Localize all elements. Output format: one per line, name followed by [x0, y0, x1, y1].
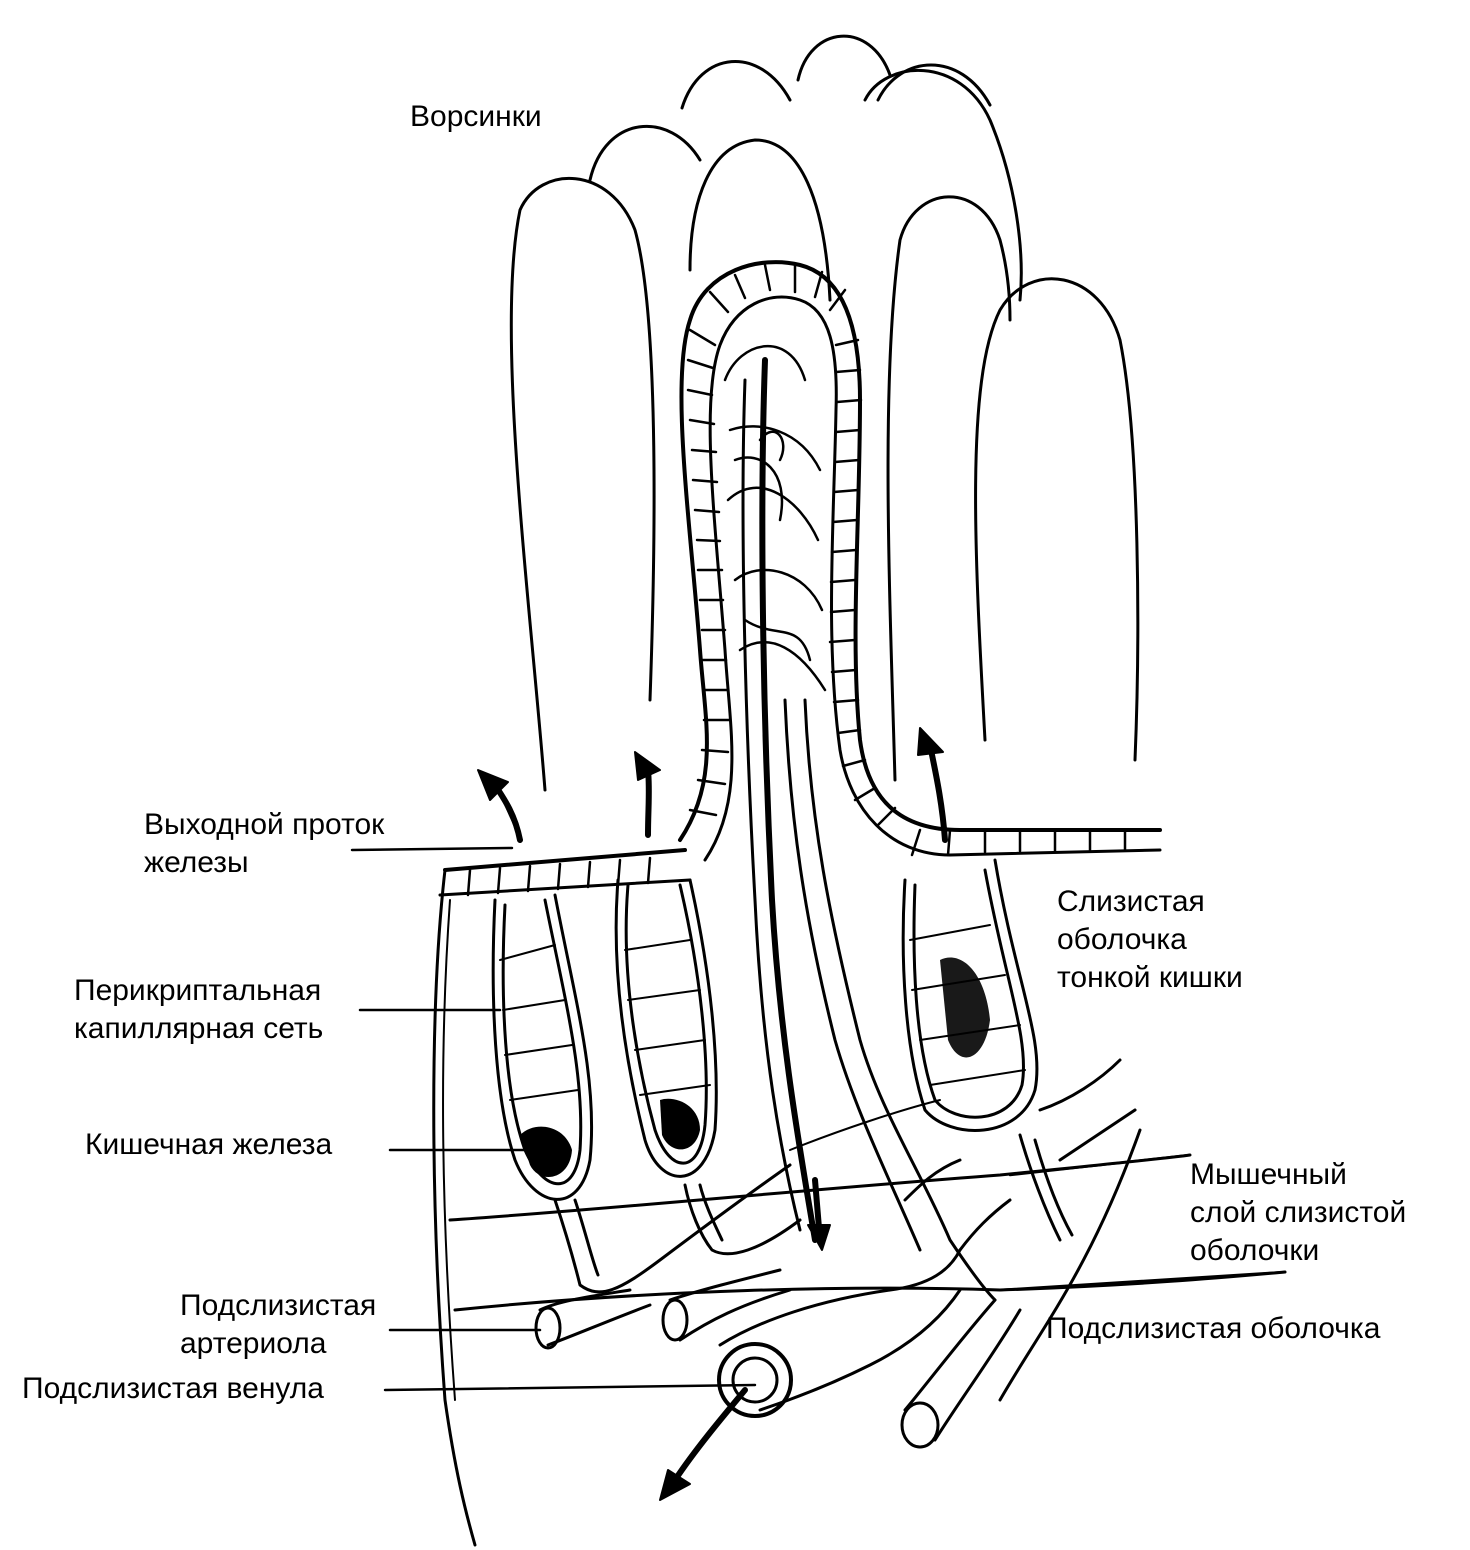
central-villus	[678, 260, 1162, 1302]
lacteal	[759, 357, 818, 1243]
vein-tube-right	[903, 1298, 1022, 1442]
villus-outline-right-inner	[886, 195, 1012, 782]
label-pericryptal-line-1: Перикриптальная	[74, 974, 322, 1007]
flow-arrows	[477, 727, 948, 1501]
label-gland-duct: Выходной проток железы	[144, 806, 384, 882]
leader-lines	[350, 846, 1287, 1392]
villus-arteriole	[803, 698, 997, 1302]
arrow-left-gland	[492, 782, 523, 843]
label-muscularis-line-3: оболочки	[1190, 1234, 1320, 1267]
label-muscularis-line-1: Мышечный	[1190, 1158, 1347, 1191]
label-gland-duct-line-1: Выходной проток	[144, 808, 385, 841]
crypt-2	[614, 878, 718, 1178]
arteriole-tube-2	[668, 1268, 792, 1342]
label-mucosa-line-3: тонкой кишки	[1057, 961, 1243, 994]
label-gland-duct-line-2: железы	[144, 846, 249, 879]
villus-outline-mid-right	[863, 69, 1023, 302]
villus-capillary-net	[723, 344, 827, 692]
villus-arteriole-inner	[783, 698, 922, 1252]
leader-submucosa	[998, 1270, 1287, 1292]
leader-muscularis	[1008, 1153, 1192, 1177]
submucosal-vessels	[534, 1158, 1022, 1449]
label-muscularis-mucosae: Мышечный слой слизистой оболочки	[1190, 1156, 1406, 1270]
label-pericryptal-net: Перикриптальная капиллярная сеть	[74, 972, 323, 1048]
label-submucosal-arteriole: Подслизистая артериола	[180, 1287, 376, 1363]
villus-outline-mid-left	[688, 138, 832, 302]
crypt-shading	[520, 957, 990, 1177]
background-villi	[509, 34, 1140, 792]
label-mucosa-line-2: оболочка	[1057, 923, 1187, 956]
villus-back-3	[876, 63, 992, 107]
tissue-left-edge-inner	[442, 899, 456, 1401]
leader-venule	[383, 1383, 757, 1392]
villus-outline-left	[509, 177, 656, 792]
label-muscularis-line-2: слой слизистой	[1190, 1196, 1407, 1229]
crypt-3	[901, 858, 1039, 1132]
label-mucosa-line-1: Слизистая	[1057, 885, 1205, 918]
villus-back-2	[796, 34, 892, 82]
arrow-venule-out	[672, 1387, 748, 1483]
label-pericryptal-line-2: капиллярная сеть	[74, 1012, 324, 1045]
villus-outline-far-right	[974, 277, 1140, 762]
label-arteriole-line-2: артериола	[180, 1327, 327, 1360]
villus-outline-far-left	[588, 124, 702, 182]
tissue-left-edge	[432, 868, 477, 1547]
label-arteriole-line-1: Подслизистая	[180, 1289, 377, 1322]
venule-tube	[718, 1248, 962, 1412]
label-mucosa: Слизистая оболочка тонкой кишки	[1057, 883, 1243, 997]
villus-epithelium-inner	[703, 295, 1162, 862]
epithelial-surface	[438, 848, 692, 897]
label-submucosa: Подслизистая оболочка	[1046, 1312, 1381, 1345]
leader-gland-duct	[350, 846, 514, 852]
lacteal-inner	[741, 378, 802, 1232]
arrow-mid-gland	[645, 767, 652, 838]
crypt-vessels	[553, 1133, 1074, 1294]
label-submucosal-venule: Подслизистая венула	[22, 1372, 324, 1405]
muscularis-layer	[448, 1058, 1287, 1402]
epithelial-cells	[686, 263, 1127, 857]
label-intestinal-gland: Кишечная железа	[85, 1128, 333, 1161]
label-villi: Ворсинки	[410, 100, 542, 133]
villus-back-1	[680, 60, 792, 110]
